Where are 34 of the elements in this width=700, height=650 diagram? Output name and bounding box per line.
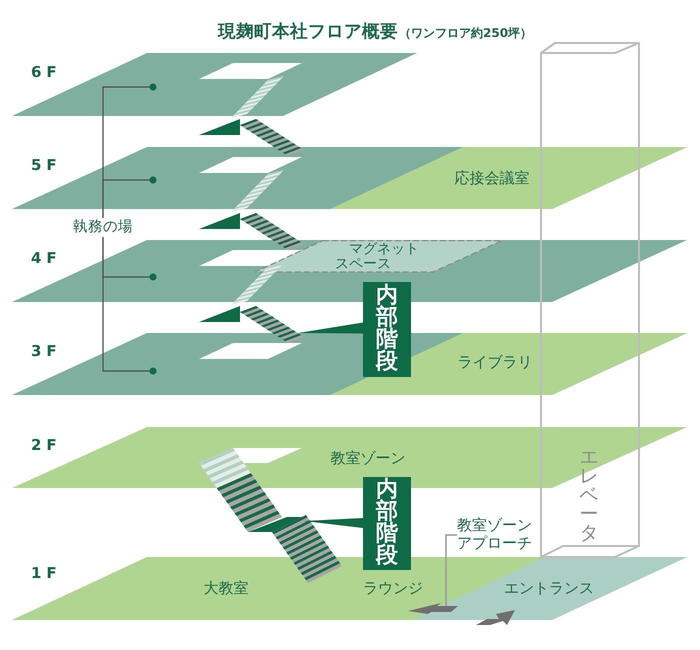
zone-label: マグネットスペース xyxy=(335,242,420,272)
callout-text: 内部階段 xyxy=(376,479,398,567)
direction-arrow xyxy=(407,602,459,615)
diagram-title: 現麹町本社フロア概要 xyxy=(218,21,398,43)
floor-label: 2F xyxy=(31,436,62,454)
floor-label: 3F xyxy=(31,342,62,360)
zone-label: ライブラリ xyxy=(458,353,532,371)
room-label: 大教室 xyxy=(204,579,248,597)
staircase xyxy=(198,75,305,344)
floor-label: 4F xyxy=(31,249,62,267)
zone-label: 教室ゾーン xyxy=(330,449,406,467)
title-note: （ワンフロア約250坪） xyxy=(399,25,532,42)
floor-label: 1F xyxy=(31,564,62,582)
callout-text: 内部階段 xyxy=(376,285,398,373)
callout-pointer xyxy=(304,518,363,528)
zone-label: 応接会議室 xyxy=(454,169,530,187)
leader-label: 執務の場 xyxy=(73,218,133,237)
dashed-zone xyxy=(255,240,502,272)
leader-line xyxy=(102,176,156,218)
floor-label: 5F xyxy=(31,156,62,174)
floor-slab xyxy=(12,147,687,209)
leader-line xyxy=(445,534,457,606)
callout-box xyxy=(363,282,411,377)
elevator-label: エレベータ xyxy=(579,448,599,543)
floor-slab xyxy=(12,53,417,116)
leader-label: 教室ゾーンアプローチ xyxy=(457,516,537,552)
callout-box xyxy=(363,477,411,570)
leader-line xyxy=(102,237,156,374)
elevator-shaft xyxy=(540,42,640,558)
room-label: ラウンジ xyxy=(363,579,423,597)
room-label: エントランス xyxy=(504,579,594,597)
floor-zone xyxy=(330,147,687,209)
callout-pointer xyxy=(298,322,363,334)
floor-label: 6F xyxy=(31,63,62,81)
